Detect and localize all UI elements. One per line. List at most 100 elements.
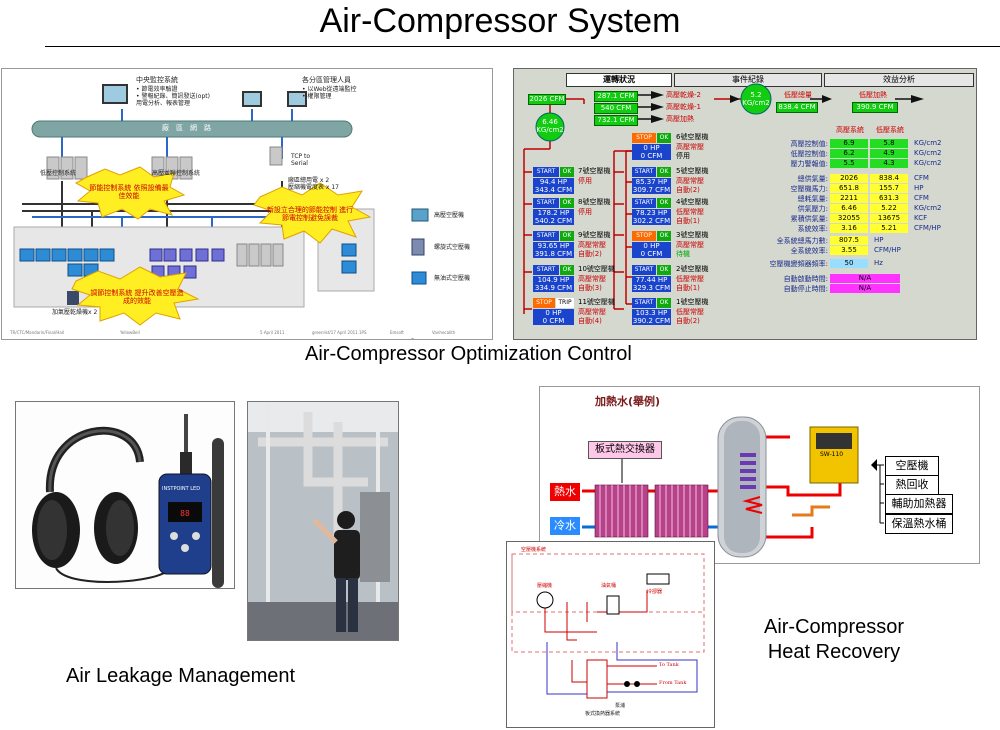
unit-mode: 高壓常壓	[578, 275, 606, 283]
unit-cfm: 540.2 CFM	[533, 217, 574, 225]
output-box: 輔助加熱器	[885, 494, 953, 514]
status-ok: OK	[560, 231, 574, 241]
unit-hp: 94.4 HP	[533, 178, 574, 186]
unit-state: 自動(1)	[676, 217, 700, 225]
table-head-low: 低壓系統	[876, 126, 904, 134]
caption-leakage: Air Leakage Management	[66, 665, 296, 687]
status-ok: OK	[657, 133, 671, 143]
hot-water-label: 熱水	[550, 483, 580, 501]
low-pressure-control-label: 低壓控制系統	[40, 170, 77, 177]
status-ok: OK	[657, 167, 671, 177]
start-button[interactable]: START	[632, 298, 656, 308]
stop-button[interactable]: STOP	[533, 298, 555, 308]
unit-hp: 0 HP	[533, 309, 574, 317]
caption-optimization: Air-Compressor Optimization Control	[305, 343, 632, 365]
table-row-label: 空壓機馬力:	[790, 185, 828, 193]
svg-text:88: 88	[180, 509, 190, 518]
table-cell-low: 4.3	[870, 159, 908, 168]
unit-hp: 85.37 HP	[632, 178, 671, 186]
table-row-unit: KG/cm2	[914, 204, 942, 212]
start-button[interactable]: START	[632, 198, 656, 208]
summary-label: 全系統效率:	[790, 247, 828, 255]
table-row-label: 高壓控制值:	[790, 140, 828, 148]
unit-mode: 高壓常壓	[676, 241, 704, 249]
summary-value: 3.55	[830, 246, 868, 255]
unit-name: 4號空壓機	[676, 198, 709, 206]
auto-stop-label: 自動停止時間:	[783, 285, 828, 293]
unit-cfm: 0 CFM	[632, 152, 671, 160]
network-architecture-diagram: 中央監控系統 • 節電效率驗證 • 警報紀錄、簡訊發送(opt) 用電分析、報表…	[1, 68, 493, 340]
start-button[interactable]: START	[533, 231, 559, 241]
schematic-exchanger-label: 板式換熱器系統	[585, 711, 621, 717]
unit-mode: 高壓常壓	[676, 143, 704, 151]
manager-title: 各分區管理人員	[302, 76, 351, 84]
legend-item: 高壓空壓機	[434, 212, 465, 219]
photo-technician-inspecting-pipes	[247, 401, 399, 641]
table-row-unit: CFM	[914, 174, 929, 182]
unit-cfm: 309.7 CFM	[632, 186, 671, 194]
start-button[interactable]: START	[632, 167, 656, 177]
unit-cfm: 0 CFM	[533, 317, 574, 325]
status-ok: OK	[560, 167, 574, 177]
unit-name: 2號空壓機	[676, 265, 709, 273]
table-cell-high: 2211	[830, 194, 868, 203]
table-cell-high: 6.46	[830, 204, 868, 213]
unit-state: 自動(2)	[676, 186, 700, 194]
start-button[interactable]: START	[632, 265, 656, 275]
flow-total: 2026 CFM	[528, 94, 566, 105]
burst-callout: 節能控制系統 依照設備最佳效能	[89, 184, 169, 200]
unit-mode: 高壓常壓	[676, 177, 704, 185]
backbone-label: 廠 區 網 路	[162, 124, 211, 132]
pressure-gauge-high: 6.46 KG/cm2	[536, 118, 564, 134]
central-monitor-title: 中央監控系統	[136, 76, 178, 84]
low-total-value: 838.4 CFM	[776, 102, 818, 113]
table-cell-high: 651.8	[830, 184, 868, 193]
flow-label: 高壓乾燥-2	[666, 91, 701, 99]
unit-state: 停用	[676, 152, 690, 160]
schematic-cooler: 冷卻器	[647, 589, 663, 595]
dryer-label: 加氣壓乾燥機x 2	[52, 309, 98, 316]
table-row-label: 供氣壓力:	[797, 205, 828, 213]
stop-button[interactable]: STOP	[632, 231, 656, 241]
central-item: 用電分析、報表管理	[136, 100, 191, 107]
table-row-label: 低壓控制值:	[790, 150, 828, 158]
summary-unit: HP	[874, 236, 884, 244]
unit-mode: 停用	[578, 177, 592, 185]
table-row-unit: KG/cm2	[914, 139, 942, 147]
schematic-system-label: 空壓機系統	[521, 547, 547, 553]
start-button[interactable]: START	[533, 167, 559, 177]
footer-text: greenlist/17 April 2011.1PS	[312, 330, 367, 335]
table-row-label: 壓力警報值:	[790, 160, 828, 168]
start-button[interactable]: START	[533, 198, 559, 208]
freq-unit: Hz	[874, 259, 883, 267]
table-cell-low: 838.4	[870, 174, 908, 183]
unit-hp: 0 HP	[632, 242, 671, 250]
table-cell-low: 631.3	[870, 194, 908, 203]
auto-start-label: 自動啟動時間:	[783, 275, 828, 283]
start-button[interactable]: START	[533, 265, 559, 275]
unit-name: 5號空壓機	[676, 167, 709, 175]
unit-cfm: 390.2 CFM	[632, 317, 671, 325]
tab-operation[interactable]: 運轉狀況	[566, 73, 672, 87]
unit-name: 9號空壓機	[578, 231, 611, 239]
unit-state: 自動(4)	[578, 317, 602, 325]
control-wiring	[523, 83, 924, 314]
unit-name: 1號空壓機	[676, 298, 709, 306]
exchanger-label: 板式熱交換器	[588, 441, 662, 459]
compressor-tag: SW-110	[820, 451, 844, 458]
central-item: • 警報紀錄、簡訊發送(opt)	[136, 93, 210, 100]
summary-value: 807.5	[830, 236, 868, 245]
table-row-unit: KG/cm2	[914, 159, 942, 167]
table-cell-high: 2026	[830, 174, 868, 183]
stop-button[interactable]: STOP	[632, 133, 656, 143]
table-row-unit: CFM/HP	[914, 224, 941, 232]
table-cell-high: 6.2	[830, 149, 868, 158]
meter-label: 廠區總用電 x 2	[288, 177, 330, 184]
status-ok: OK	[657, 198, 671, 208]
factory-pipes-illustration	[248, 402, 398, 640]
unit-name: 7號空壓機	[578, 167, 611, 175]
tab-benefit[interactable]: 效益分析	[824, 73, 974, 87]
heat-recovery-diagram: 加熱水(舉例) 板式熱交換器 熱水 冷水 SW-110 空壓機 熱回收 輔助加熱…	[539, 386, 980, 564]
heat-exchanger-schematic: 空壓機系統 壓縮機 油氣桶 冷卻器 To Tank From Tank 泵浦 板…	[506, 541, 715, 728]
table-row-unit: CFM	[914, 194, 929, 202]
